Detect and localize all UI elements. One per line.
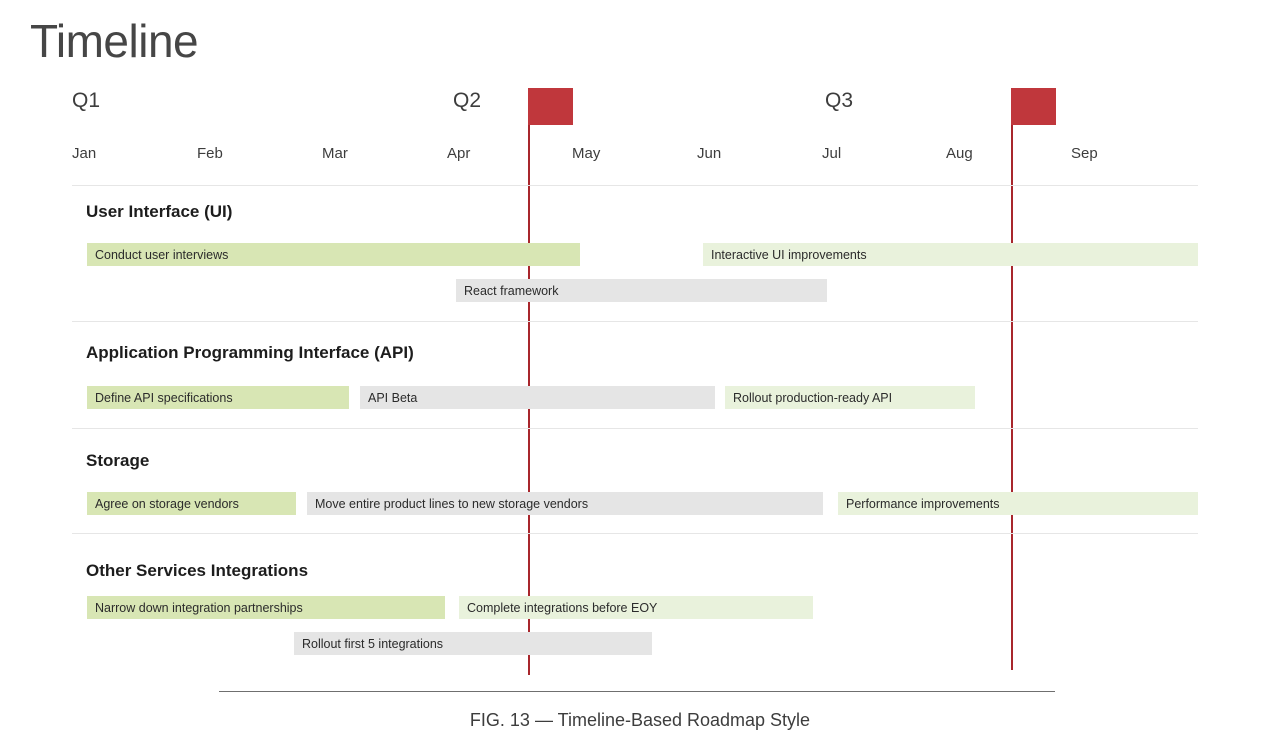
month-label-jan: Jan — [72, 145, 97, 162]
milestone-marker-2[interactable] — [1011, 88, 1056, 670]
quarter-label-q2: Q2 — [453, 89, 482, 112]
month-label-may: May — [572, 145, 601, 162]
section-title-application-programming-interface-api: Application Programming Interface (API) — [86, 343, 414, 362]
task-bar-rollout-first-5-integrations[interactable]: Rollout first 5 integrations — [294, 632, 652, 655]
caption-divider — [219, 691, 1055, 692]
month-label-apr: Apr — [447, 145, 471, 162]
month-label-jun: Jun — [697, 145, 722, 162]
task-bar-move-entire-product-lines-to-new-storage-vendors[interactable]: Move entire product lines to new storage… — [307, 492, 823, 515]
section-divider-application-programming-interface-api — [72, 321, 1198, 322]
task-bar-rollout-production-ready-api[interactable]: Rollout production-ready API — [725, 386, 975, 409]
section-divider-storage — [72, 428, 1198, 429]
task-bar-performance-improvements[interactable]: Performance improvements — [838, 492, 1198, 515]
task-bar-complete-integrations-before-eoy[interactable]: Complete integrations before EOY — [459, 596, 813, 619]
month-label-jul: Jul — [822, 145, 842, 162]
milestone-flag-icon — [528, 88, 573, 125]
task-bar-agree-on-storage-vendors[interactable]: Agree on storage vendors — [87, 492, 296, 515]
section-divider-other-services-integrations — [72, 533, 1198, 534]
section-title-other-services-integrations: Other Services Integrations — [86, 561, 309, 580]
task-bar-narrow-down-integration-partnerships[interactable]: Narrow down integration partnerships — [87, 596, 445, 619]
task-bar-api-beta[interactable]: API Beta — [360, 386, 715, 409]
month-label-mar: Mar — [322, 145, 348, 162]
task-bar-define-api-specifications[interactable]: Define API specifications — [87, 386, 349, 409]
task-bar-conduct-user-interviews[interactable]: Conduct user interviews — [87, 243, 580, 266]
section-title-storage: Storage — [86, 451, 150, 470]
milestone-flag-icon — [1011, 88, 1056, 125]
page-title: Timeline — [30, 15, 199, 67]
quarter-label-q3: Q3 — [825, 89, 854, 112]
task-bar-react-framework[interactable]: React framework — [456, 279, 827, 302]
task-bar-interactive-ui-improvements[interactable]: Interactive UI improvements — [703, 243, 1198, 266]
month-label-aug: Aug — [946, 145, 973, 162]
month-label-feb: Feb — [197, 145, 223, 162]
month-label-sep: Sep — [1071, 145, 1098, 162]
milestone-marker-1[interactable] — [528, 88, 573, 675]
figure-caption: FIG. 13 — Timeline-Based Roadmap Style — [469, 710, 811, 730]
quarter-label-q1: Q1 — [72, 89, 101, 112]
section-title-user-interface-ui: User Interface (UI) — [86, 202, 233, 221]
section-divider-user-interface-ui — [72, 185, 1198, 186]
